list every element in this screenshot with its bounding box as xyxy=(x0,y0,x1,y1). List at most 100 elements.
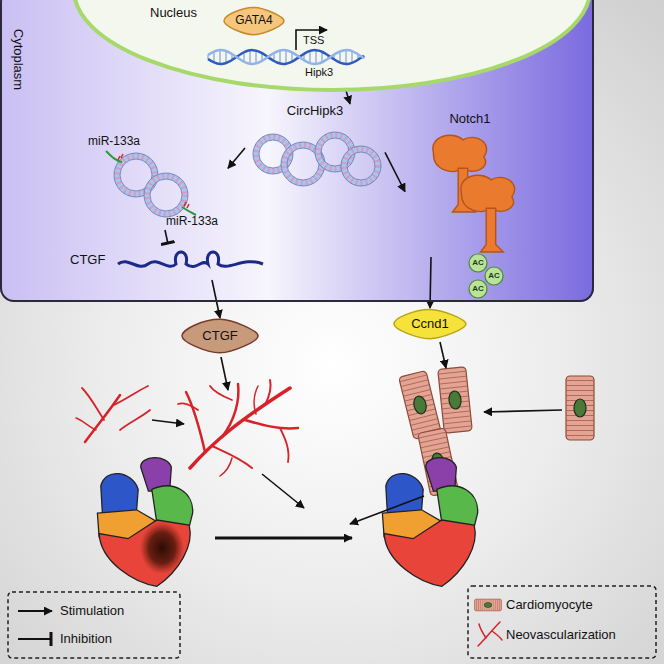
effect-arrow xyxy=(350,496,424,524)
vessel-small xyxy=(76,418,96,430)
mirna-sponge-shape xyxy=(106,151,122,162)
protein-blob: CTGF xyxy=(180,318,260,354)
node-text: Cytoplasm xyxy=(11,19,26,99)
legend-text: Stimulation xyxy=(60,603,124,618)
circrna-cluster-shape xyxy=(341,146,381,186)
protein-blob-shape xyxy=(182,319,258,352)
gene-locus-shape xyxy=(346,50,347,64)
mirna-sponge-shape xyxy=(182,207,196,215)
gene-locus-shape xyxy=(214,52,215,63)
node-text: CTGF xyxy=(70,253,105,268)
vessel-large xyxy=(178,403,198,410)
vessel-small xyxy=(120,410,150,430)
gene-locus-shape xyxy=(250,50,251,64)
gene-locus-shape xyxy=(352,51,353,63)
notch-receptor-shape xyxy=(481,208,504,252)
gene-locus-shape xyxy=(296,30,327,50)
cardiomyocyte-single xyxy=(566,376,594,440)
gene-locus-shape xyxy=(208,50,364,64)
vessel-large xyxy=(265,380,271,405)
node-text: GATA4 xyxy=(235,14,273,28)
cell-panel: CytoplasmNucleusGATA4TSSHipk3CircHipk3mi… xyxy=(0,0,594,302)
notch-receptor-shape xyxy=(433,135,487,171)
cardiomyocyte-stack xyxy=(438,367,473,434)
circrna-cluster-shape xyxy=(344,149,378,183)
vessel-large xyxy=(210,386,232,400)
heart-injured xyxy=(140,522,184,574)
mirna-sponge-shape xyxy=(121,154,123,158)
effect-arrow xyxy=(215,537,352,540)
gene-locus-shape xyxy=(220,50,221,64)
arrow-connector xyxy=(212,280,220,318)
node-text: Notch1 xyxy=(449,112,490,127)
acetyl-label: AC xyxy=(469,257,487,269)
effect-arrow xyxy=(152,420,184,424)
vessel-small xyxy=(76,386,150,442)
effect-arrow xyxy=(221,357,228,390)
vessel-large xyxy=(220,458,232,476)
circrna-cluster-shape xyxy=(347,152,375,180)
legend-text: Neovascularization xyxy=(506,627,616,642)
mirna-sponge-shape xyxy=(147,176,185,214)
legend-box xyxy=(8,586,656,658)
transcription-factor: GATA4 xyxy=(222,6,286,36)
gene-locus-shape xyxy=(205,22,370,88)
mirna-sponge-shape xyxy=(147,176,185,214)
legend-box xyxy=(468,586,656,658)
vessel-large xyxy=(222,384,238,437)
heart-injured xyxy=(97,458,192,587)
mirna-sponge-shape xyxy=(187,204,189,208)
heart-repaired xyxy=(382,458,477,587)
legend-vessel-icon xyxy=(478,622,502,646)
legend-vessel-icon xyxy=(492,631,502,640)
nucleus: NucleusGATA4TSSHipk3 xyxy=(70,0,595,90)
gene-locus-shape xyxy=(226,51,227,63)
legend-cell-icon xyxy=(475,599,502,611)
effect-arrow xyxy=(484,410,562,412)
mirna-sponge-shape xyxy=(150,179,182,211)
heart-repaired xyxy=(382,458,477,587)
protein-blob: Ccnd1 xyxy=(392,308,468,340)
legend-vessel-icon xyxy=(479,624,486,638)
node-text: miR-133a xyxy=(166,215,218,229)
gene-locus-shape xyxy=(256,51,257,64)
mirna-sponge-shape xyxy=(118,156,120,160)
acetyl-label: AC xyxy=(469,283,487,295)
node-text: miR-133a xyxy=(88,135,140,149)
nucleus-ground xyxy=(74,0,590,90)
gene-locus-shape xyxy=(208,55,209,59)
vessel-small xyxy=(114,386,148,405)
vessel-large xyxy=(186,392,205,452)
gene-locus-shape xyxy=(316,50,317,64)
arrow-connector xyxy=(385,152,405,191)
notch-receptor-shape xyxy=(461,175,515,252)
acetyl-group xyxy=(485,267,503,285)
heart-injured xyxy=(97,458,192,587)
mrna-strand-shape xyxy=(118,252,263,267)
effect-arrow xyxy=(440,342,446,368)
vessel-large xyxy=(178,380,298,476)
gene-locus-shape xyxy=(208,50,364,64)
protein-blob-shape xyxy=(394,309,466,338)
gene-locus-shape xyxy=(340,51,341,62)
mirna-sponge-shape xyxy=(114,153,158,197)
mirna-sponge-shape xyxy=(144,173,188,217)
legend-symbol xyxy=(18,610,52,612)
transcription-factor-shape xyxy=(224,7,284,34)
node-text: Hipk3 xyxy=(305,66,333,79)
node-text: CircHipk3 xyxy=(287,104,343,119)
gene-locus-shape xyxy=(280,50,281,63)
legend-symbol xyxy=(18,638,52,640)
gene-locus-shape xyxy=(310,51,311,63)
legend-cell-icon xyxy=(475,599,502,611)
acetyl-group xyxy=(469,280,487,298)
vessel-large xyxy=(212,446,252,468)
notch-receptor: Notch1 xyxy=(405,112,535,257)
node-text: Nucleus xyxy=(150,6,197,21)
effect-arrow xyxy=(152,342,562,538)
cardiomyocyte-single xyxy=(566,376,594,440)
legend-text: Inhibition xyxy=(60,631,112,646)
nucleus-shape xyxy=(74,0,590,90)
